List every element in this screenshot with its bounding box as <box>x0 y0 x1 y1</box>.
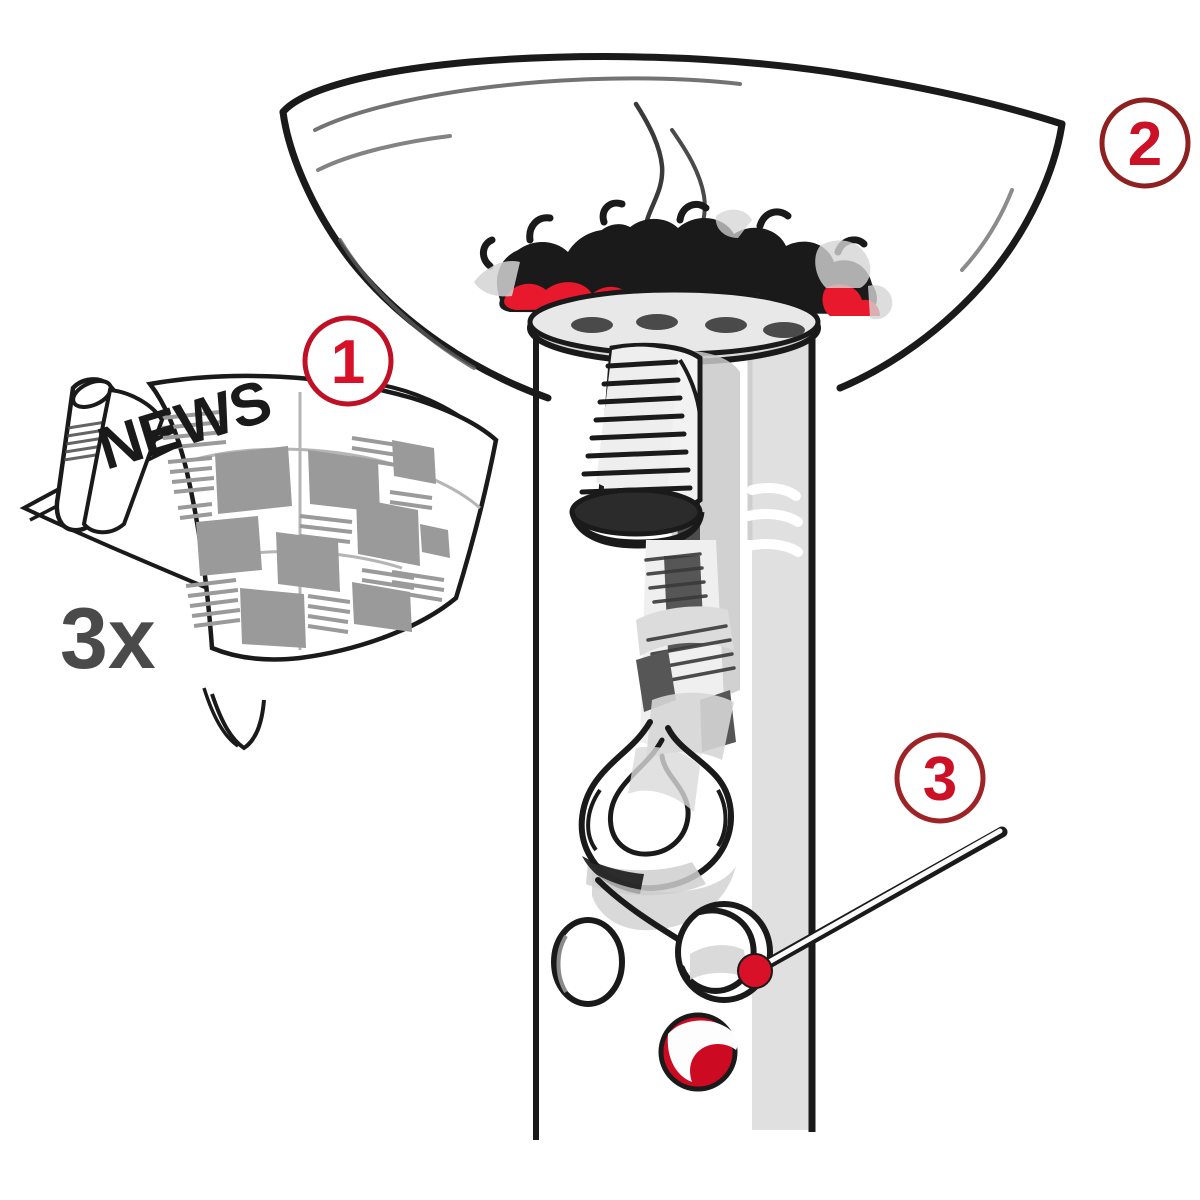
rolled-newspaper-inside <box>636 540 736 760</box>
step-badge-1-ring <box>302 315 394 407</box>
ember-ball <box>658 1012 738 1092</box>
step-badge-2[interactable]: 2 <box>1099 97 1191 189</box>
step-badge-3-ring <box>894 732 986 824</box>
newspaper-text-lines <box>161 410 445 634</box>
quantity-label: 3x <box>60 591 156 687</box>
step-badge-3[interactable]: 3 <box>894 732 986 824</box>
newspaper: NEWS <box>19 367 499 751</box>
chimney-starter-body <box>527 287 821 1140</box>
step-badge-1-number: 1 <box>331 328 365 397</box>
step-badge-2-number: 2 <box>1128 110 1162 179</box>
air-vent-hole <box>551 917 625 1007</box>
cone-funnel <box>569 342 705 549</box>
step-badge-2-ring <box>1099 97 1191 189</box>
newspaper-photo-blocks <box>196 440 450 648</box>
vent-hole <box>636 314 678 330</box>
grill-bowl <box>279 53 1066 402</box>
vent-hole <box>763 322 805 338</box>
step-badge-1[interactable]: 1 <box>302 315 394 407</box>
vent-hole <box>705 317 747 333</box>
match-head-red <box>737 953 773 989</box>
vent-hole <box>571 317 613 333</box>
step-badge-3-number: 3 <box>923 745 957 814</box>
match-stick <box>737 826 1008 989</box>
perforated-top-plate <box>527 287 821 365</box>
